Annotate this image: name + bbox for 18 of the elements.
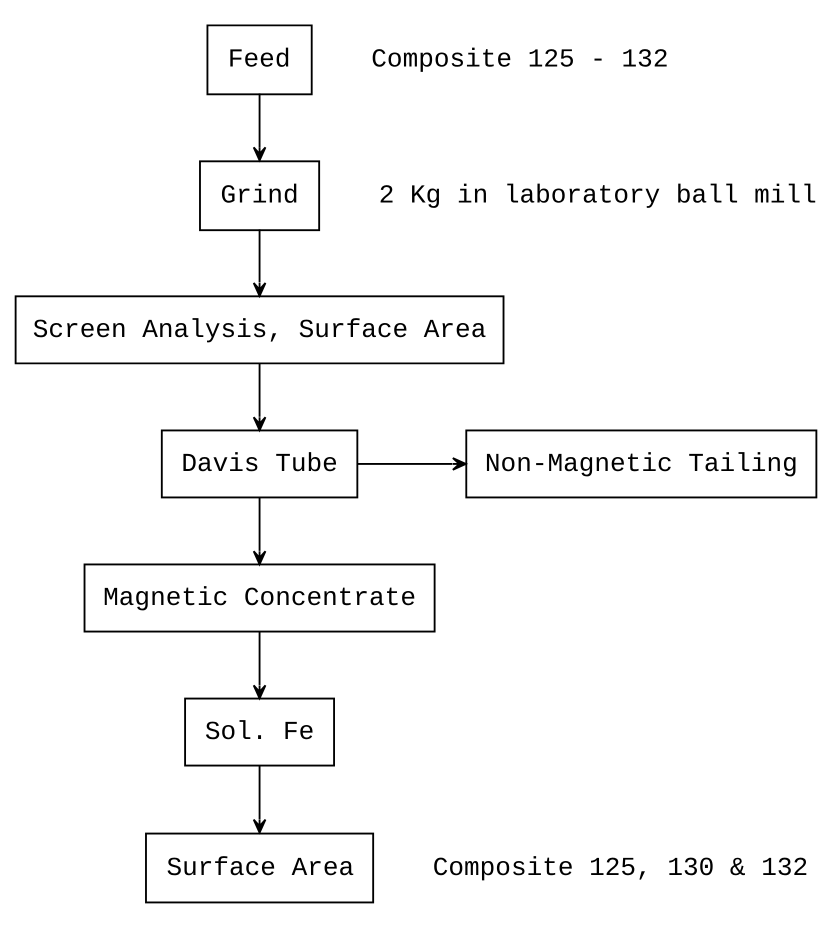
node-label: 2 Kg in laboratory ball mill	[378, 180, 817, 210]
node-box: Non-Magnetic Tailing	[465, 428, 818, 498]
node-label: Composite 125 - 132	[371, 44, 668, 74]
arrow	[252, 765, 266, 834]
node-label: Composite 125, 130 & 132	[432, 852, 808, 882]
arrow	[252, 498, 266, 565]
node-box: Feed	[206, 24, 313, 95]
arrow	[252, 363, 266, 431]
node-box: Davis Tube	[160, 428, 358, 498]
node-box: Grind	[199, 160, 320, 231]
node-box: Magnetic Concentrate	[84, 563, 436, 632]
arrow	[252, 632, 266, 699]
arrow	[358, 456, 467, 470]
node-box: Screen Analysis, Surface Area	[14, 294, 504, 364]
node-box: Surface Area	[145, 832, 374, 903]
node-box: Sol. Fe	[184, 697, 335, 766]
arrow	[252, 228, 266, 296]
arrow	[252, 92, 266, 161]
